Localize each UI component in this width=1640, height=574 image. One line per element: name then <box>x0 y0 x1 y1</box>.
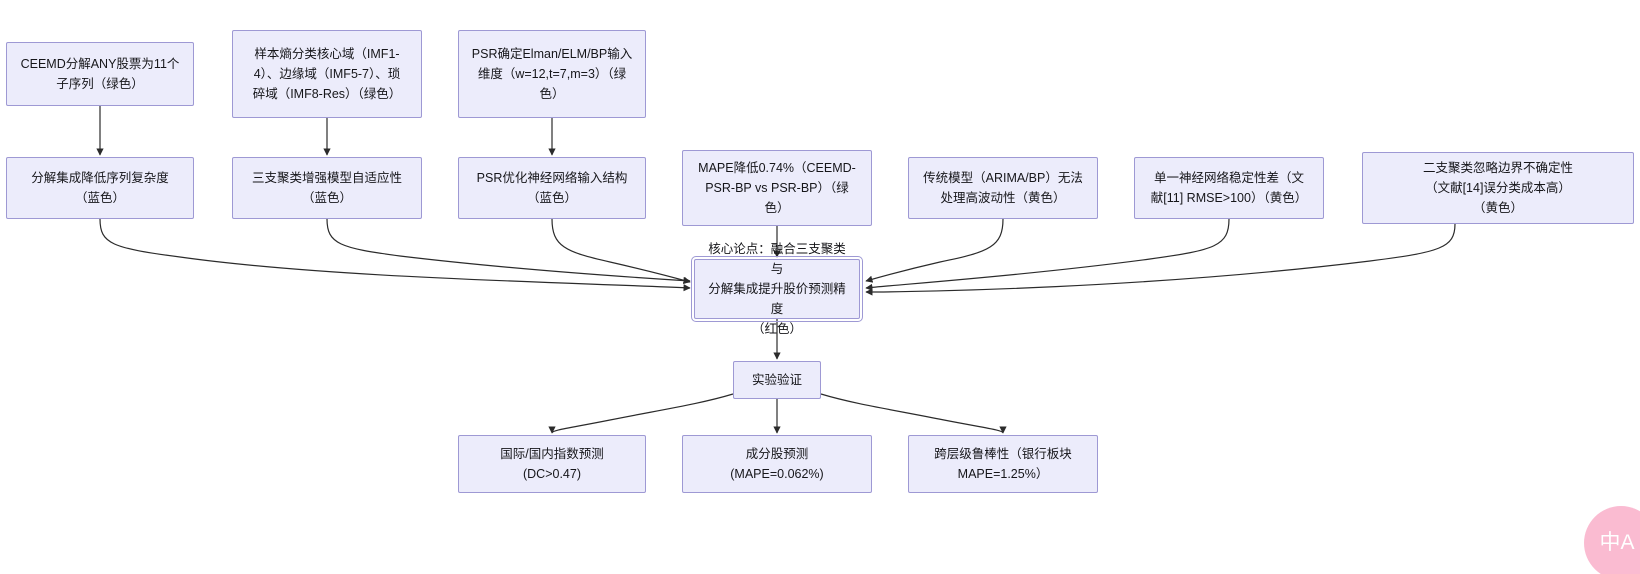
node-label: MAPE降低0.74%（CEEMD- PSR-BP vs PSR-BP）（绿 色… <box>698 161 856 215</box>
node-experiment[interactable]: 实验验证 <box>733 361 821 399</box>
node-mape-drop[interactable]: MAPE降低0.74%（CEEMD- PSR-BP vs PSR-BP）（绿 色… <box>682 150 872 226</box>
node-label: 跨层级鲁棒性（银行板块 MAPE=1.25%） <box>934 447 1072 481</box>
node-label: 分解集成降低序列复杂度 （蓝色） <box>31 171 169 205</box>
edge-experiment-to-robust <box>820 393 1007 434</box>
watermark-badge: 中A <box>1584 506 1640 574</box>
node-label: CEEMD分解ANY股票为11个 子序列（绿色） <box>20 57 180 91</box>
node-label: 核心论点：融合三支聚类与 分解集成提升股价预测精度 （红色） <box>708 242 846 336</box>
node-reduce-complexity[interactable]: 分解集成降低序列复杂度 （蓝色） <box>6 157 194 219</box>
node-index-forecast[interactable]: 国际/国内指数预测 (DC>0.47) <box>458 435 646 493</box>
node-label: 三支聚类增强模型自适应性 （蓝色） <box>251 171 402 205</box>
edge-twoway-to-core <box>865 223 1456 296</box>
edge-psropt-to-core <box>551 218 691 284</box>
node-label: 单一神经网络稳定性差（文 献[11] RMSE>100）（黄色） <box>1150 171 1308 205</box>
edge-singlenn-to-core <box>865 218 1230 291</box>
node-label: 传统模型（ARIMA/BP）无法 处理高波动性（黄色） <box>923 171 1083 205</box>
node-label: 样本熵分类核心域（IMF1- 4）、边缘域（IMF5-7）、琐 碎域（IMF8-… <box>252 47 402 101</box>
edge-threeway-to-core <box>326 218 691 285</box>
node-ceemd-decompose[interactable]: CEEMD分解ANY股票为11个 子序列（绿色） <box>6 42 194 106</box>
watermark-text: 中A <box>1599 531 1635 554</box>
node-label: 实验验证 <box>751 373 802 387</box>
node-label: PSR优化神经网络输入结构 （蓝色） <box>476 171 628 205</box>
node-label: 国际/国内指数预测 (DC>0.47) <box>500 447 604 481</box>
node-psr-optimize[interactable]: PSR优化神经网络输入结构 （蓝色） <box>458 157 646 219</box>
node-label: PSR确定Elman/ELM/BP输入 维度（w=12,t=7,m=3）（绿 色… <box>471 47 633 101</box>
edge-experiment-to-index <box>548 393 734 434</box>
node-two-way-ignore[interactable]: 二支聚类忽略边界不确定性 （文献[14]误分类成本高） （黄色） <box>1362 152 1634 224</box>
node-single-nn-unstable[interactable]: 单一神经网络稳定性差（文 献[11] RMSE>100）（黄色） <box>1134 157 1324 219</box>
edge-reduce-to-core <box>99 218 691 292</box>
node-label: 二支聚类忽略边界不确定性 （文献[14]误分类成本高） （黄色） <box>1422 161 1573 215</box>
node-traditional-fail[interactable]: 传统模型（ARIMA/BP）无法 处理高波动性（黄色） <box>908 157 1098 219</box>
node-label: 成分股预测 (MAPE=0.062%) <box>730 447 824 481</box>
edge-traditional-to-core <box>865 218 1004 283</box>
node-psr-dimension[interactable]: PSR确定Elman/ELM/BP输入 维度（w=12,t=7,m=3）（绿 色… <box>458 30 646 118</box>
node-sample-entropy[interactable]: 样本熵分类核心域（IMF1- 4）、边缘域（IMF5-7）、琐 碎域（IMF8-… <box>232 30 422 118</box>
node-three-way-adapt[interactable]: 三支聚类增强模型自适应性 （蓝色） <box>232 157 422 219</box>
node-constituent-forecast[interactable]: 成分股预测 (MAPE=0.062%) <box>682 435 872 493</box>
node-cross-level-robust[interactable]: 跨层级鲁棒性（银行板块 MAPE=1.25%） <box>908 435 1098 493</box>
node-core-argument[interactable]: 核心论点：融合三支聚类与 分解集成提升股价预测精度 （红色） <box>691 242 863 336</box>
